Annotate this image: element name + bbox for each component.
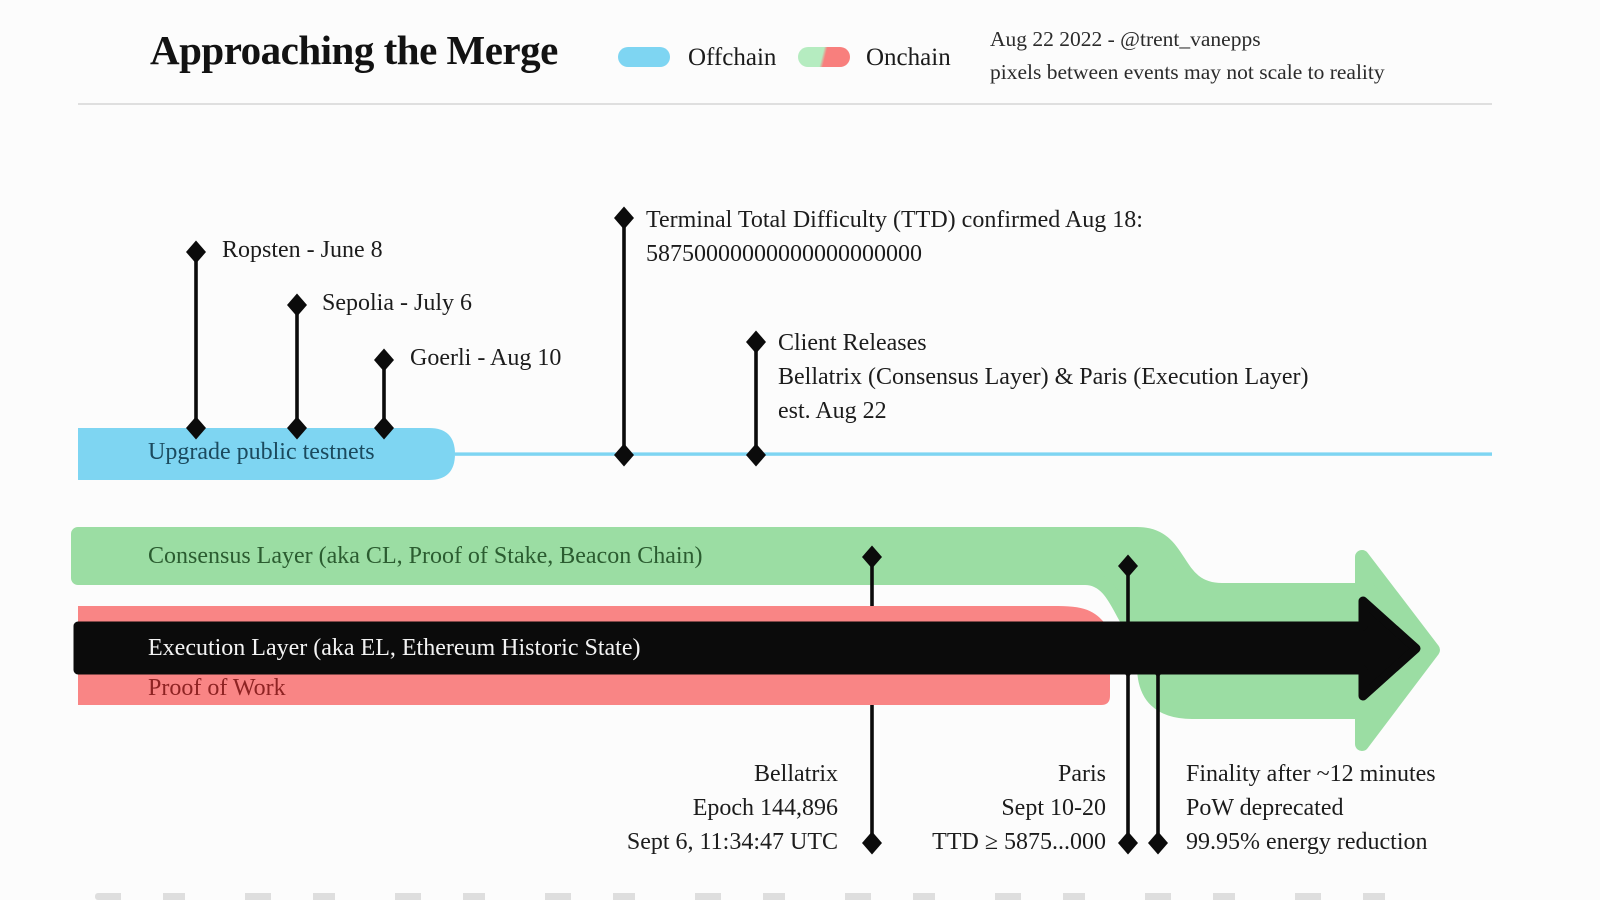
- client-releases-line-2: Bellatrix (Consensus Layer) & Paris (Exe…: [778, 364, 1309, 390]
- client-releases-line-1: Client Releases: [778, 330, 927, 356]
- proof-of-work-label: Proof of Work: [148, 675, 286, 701]
- onchain-legend-label: Onchain: [866, 44, 951, 71]
- merge-results-line-1: Finality after ~12 minutes: [1186, 761, 1436, 787]
- client-releases-line-3: est. Aug 22: [778, 398, 887, 424]
- consensus-layer-label: Consensus Layer (aka CL, Proof of Stake,…: [148, 543, 703, 569]
- paris-line-2: Sept 10-20: [1001, 795, 1106, 821]
- ttd-line-2: 58750000000000000000000: [646, 241, 922, 267]
- offchain-legend-swatch: [618, 47, 670, 67]
- upgrade-testnets-label: Upgrade public testnets: [148, 439, 375, 465]
- execution-layer-label: Execution Layer (aka EL, Ethereum Histor…: [148, 635, 641, 661]
- paris-line-1: Paris: [1058, 761, 1106, 787]
- execution-layer-bar: [73, 596, 1421, 701]
- offchain-timeline-line: [455, 452, 1492, 456]
- credit-block: Aug 22 2022 - @trent_vanepps pixels betw…: [990, 23, 1385, 89]
- milestone-client-releases: Client Releases Bellatrix (Consensus Lay…: [778, 326, 1309, 428]
- milestone-sepolia: Sepolia - July 6: [322, 290, 472, 316]
- bellatrix-line-3: Sept 6, 11:34:47 UTC: [626, 829, 838, 855]
- onchain-legend-swatch: [798, 47, 850, 67]
- paris-line-3: TTD ≥ 5875...000: [932, 829, 1106, 855]
- credit-line-2: pixels between events may not scale to r…: [990, 60, 1385, 84]
- ttd-line-1: Terminal Total Difficulty (TTD) confirme…: [646, 207, 1143, 233]
- merge-results-line-2: PoW deprecated: [1186, 795, 1344, 821]
- header-divider: [78, 103, 1492, 105]
- page-title: Approaching the Merge: [150, 27, 558, 73]
- cropped-bottom-text-row: [95, 893, 1425, 900]
- milestone-ropsten: Ropsten - June 8: [222, 237, 383, 263]
- merge-results-line-3: 99.95% energy reduction: [1186, 829, 1428, 855]
- milestone-goerli: Goerli - Aug 10: [410, 345, 562, 371]
- bellatrix-line-2: Epoch 144,896: [692, 795, 838, 821]
- milestone-ttd: Terminal Total Difficulty (TTD) confirme…: [646, 203, 1143, 271]
- credit-line-1: Aug 22 2022 - @trent_vanepps: [990, 27, 1261, 51]
- merge-results-annotation: Finality after ~12 minutes PoW deprecate…: [1186, 757, 1436, 859]
- paris-annotation: Paris Sept 10-20 TTD ≥ 5875...000: [806, 757, 1106, 859]
- offchain-legend-label: Offchain: [688, 44, 777, 71]
- upgrade-testnets-bar: [78, 428, 455, 480]
- bellatrix-annotation: Bellatrix Epoch 144,896 Sept 6, 11:34:47…: [538, 757, 838, 859]
- bellatrix-line-1: Bellatrix: [754, 761, 838, 787]
